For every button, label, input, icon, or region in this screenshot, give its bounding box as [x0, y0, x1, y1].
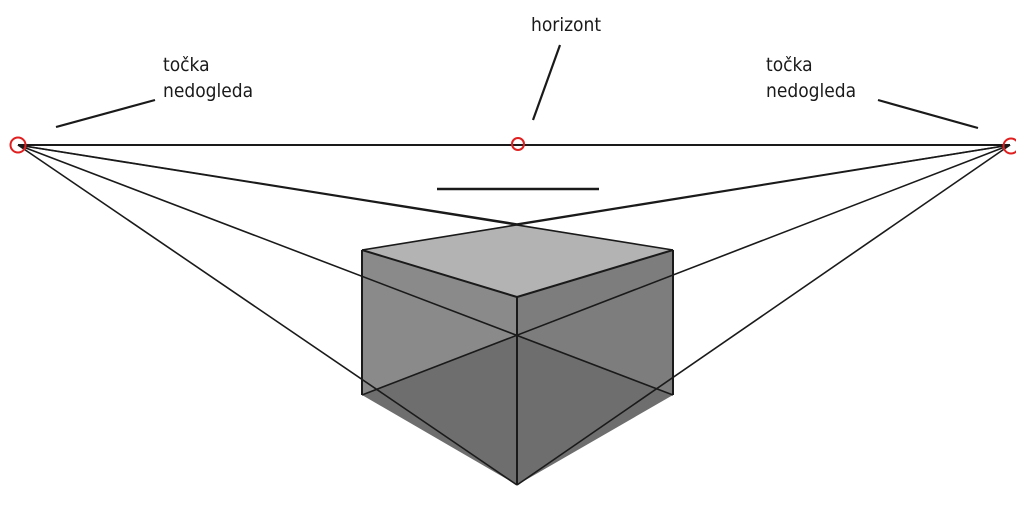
vanishing-left-line1: točka: [163, 54, 210, 76]
vanishing-right-line1: točka: [766, 54, 813, 76]
leader-left: [55, 98, 156, 129]
cube-top-face: [362, 224, 673, 297]
vanishing-left-line2: nedogleda: [163, 80, 254, 102]
leader-horizon: [531, 44, 562, 121]
horizon-center-marker: [511, 137, 525, 151]
label-leader-lines: [55, 44, 979, 130]
horizon-label: horizont: [531, 14, 602, 36]
vanishing-point-right-label: točka nedogleda: [766, 52, 856, 104]
vanishing-right-line2: nedogleda: [766, 80, 857, 102]
vanishing-point-left-label: točka nedogleda: [163, 52, 253, 104]
vanishing-point-left-marker: [9, 136, 27, 154]
right-perspective-lines: [361, 144, 1011, 486]
vanishing-point-right-marker: [1002, 137, 1016, 155]
left-perspective-lines: [17, 144, 674, 486]
cube-edges: [361, 249, 674, 485]
leader-right: [877, 98, 979, 130]
